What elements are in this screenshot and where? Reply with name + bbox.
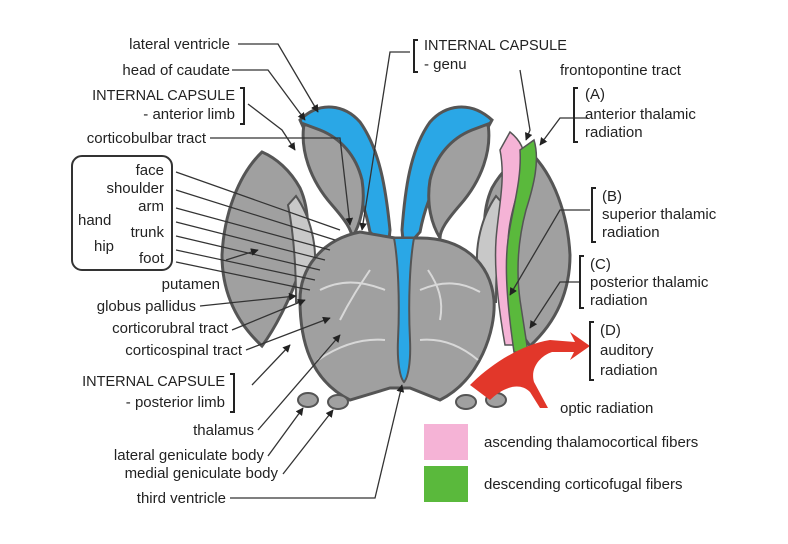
right-mgb [455, 394, 477, 410]
label-mgb: medial geniculate body [124, 465, 278, 482]
label-corticospinal: corticospinal tract [125, 342, 242, 359]
label-corticobulbar: corticobulbar tract [86, 130, 206, 147]
label-putamen: putamen [161, 276, 220, 293]
label-ic-posterior-title: INTERNAL CAPSULE [82, 374, 225, 390]
label-foot: foot [138, 250, 164, 267]
label-globus-pallidus: globus pallidus [96, 298, 196, 315]
label-frontopontine: frontopontine tract [560, 62, 681, 79]
red-radiation [470, 332, 590, 408]
label-corticorubral: corticorubral tract [112, 320, 228, 337]
right-caudate-head [427, 121, 491, 244]
label-shoulder: shoulder [106, 180, 164, 197]
label-hand: hand [78, 212, 112, 229]
label-ic-genu-title: INTERNAL CAPSULE [424, 38, 567, 54]
label-trunk: trunk [130, 224, 164, 241]
right-ic-green [505, 138, 538, 353]
label-c-line2: radiation [590, 292, 648, 309]
label-b-letter: (B) [602, 188, 622, 205]
label-a-line2: radiation [585, 124, 643, 141]
label-d-line2: radiation [600, 362, 658, 379]
body-map-box [71, 155, 173, 271]
legend-label-ascending: ascending thalamocortical fibers [484, 434, 699, 451]
label-face: face [135, 162, 164, 179]
label-c-letter: (C) [590, 256, 611, 273]
label-optic-radiation: optic radiation [560, 400, 654, 417]
label-thalamus: thalamus [193, 422, 254, 439]
label-lgb: lateral geniculate body [113, 447, 264, 464]
label-ic-anterior-sub: - anterior limb [143, 106, 235, 123]
label-d-line1: auditory [600, 342, 654, 359]
label-ic-posterior-sub: - posterior limb [125, 394, 225, 411]
thalamus [298, 230, 496, 402]
label-ic-genu-sub: - genu [424, 56, 467, 73]
label-b-line1: superior thalamic [602, 206, 717, 223]
left-lgb [297, 392, 319, 408]
label-hip: hip [94, 238, 115, 255]
label-third-ventricle: third ventricle [136, 490, 226, 507]
label-a-line1: anterior thalamic [585, 106, 696, 123]
label-arm: arm [138, 198, 164, 215]
label-d-letter: (D) [600, 322, 621, 339]
legend-swatch-green [424, 466, 468, 502]
label-a-letter: (A) [585, 86, 605, 103]
label-ic-anterior-title: INTERNAL CAPSULE [92, 88, 235, 104]
legend-swatch-pink [424, 424, 468, 460]
label-c-line1: posterior thalamic [590, 274, 709, 291]
third-ventricle [392, 237, 416, 384]
left-mgb [327, 394, 349, 410]
label-b-line2: radiation [602, 224, 660, 241]
legend-label-descending: descending corticofugal fibers [484, 476, 683, 493]
label-head-of-caudate: head of caudate [122, 62, 230, 79]
label-lateral-ventricle: lateral ventricle [129, 36, 230, 53]
